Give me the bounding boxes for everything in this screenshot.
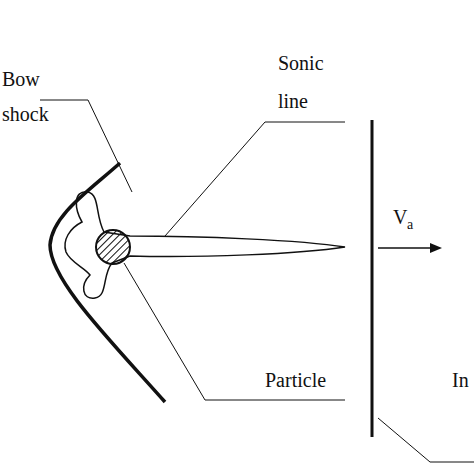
velocity-arrow	[378, 247, 432, 249]
incident-shock-label: In	[452, 368, 474, 392]
sonic-line-curve	[65, 192, 345, 298]
incident-shock-line	[371, 120, 374, 437]
bow-shock-curve	[50, 163, 165, 402]
leader-line	[40, 100, 132, 192]
shock-label: Bow shock	[2, 62, 60, 132]
leader-line	[378, 418, 474, 462]
velocity-subscript: a	[407, 216, 421, 234]
arrow-head	[430, 243, 442, 253]
particle-label: Particle	[265, 368, 355, 392]
particle-circle	[96, 230, 130, 264]
sonic-line-label: Sonic line	[278, 44, 338, 120]
leader-line	[165, 122, 345, 236]
